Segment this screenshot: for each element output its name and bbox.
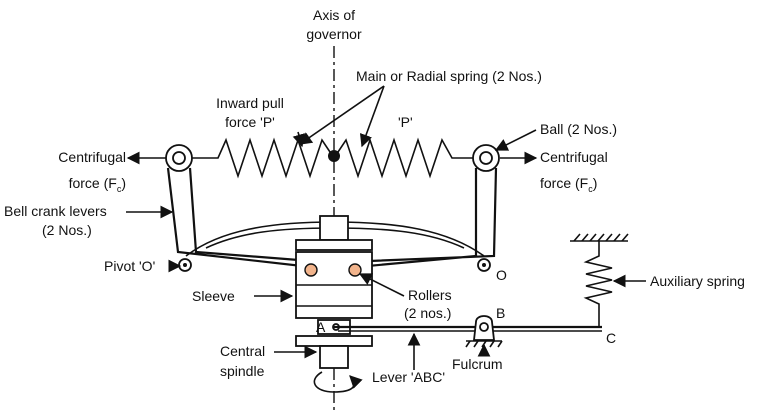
pivot-left [178,258,192,272]
label-lever-abc: Lever 'ABC' [372,369,445,385]
label-rollers-2: (2 nos.) [404,305,451,321]
pointer-rollers [358,273,405,297]
label-pivot-right: O [496,267,507,283]
label-inward-2: force 'P' [225,114,275,130]
bell-crank-lever-left [166,167,325,270]
fulcrum [465,315,503,348]
label-fulcrum: Fulcrum [452,356,503,372]
label-point-a: A [316,319,326,335]
ball-right [472,144,500,172]
label-centrifugal-right-1: Centrifugal [540,149,608,165]
pivot-right [477,258,491,272]
rotation-arrow [313,371,363,393]
bell-crank-lever-right [343,167,498,270]
roller-right [348,263,362,277]
label-centrifugal-left-2: force (Fc) [69,175,126,194]
pointer-main-spring-left [298,85,385,145]
label-auxiliary-spring: Auxiliary spring [650,273,745,289]
label-main-spring: Main or Radial spring (2 Nos.) [356,68,542,84]
label-point-b: B [496,305,505,321]
label-bell-crank-1: Bell crank levers [4,203,107,219]
spring-center-point [328,150,340,162]
label-point-c: C [606,330,616,346]
spindle-top [319,215,349,241]
label-inward-1: Inward pull [216,95,284,111]
label-ball: Ball (2 Nos.) [540,121,617,137]
label-sleeve: Sleeve [192,288,235,304]
roller-left [304,263,318,277]
label-pivot-left: Pivot 'O' [104,258,155,274]
label-centrifugal-right-2: force (Fc) [540,175,597,194]
label-central-2: spindle [220,363,265,379]
pointer-main-spring-right [359,85,385,148]
auxiliary-spring-support [570,233,629,242]
label-central-1: Central [220,343,265,359]
label-bell-crank-2: (2 Nos.) [42,222,92,238]
label-centrifugal-left-1: Centrifugal [58,149,126,165]
central-spindle [295,335,373,347]
ball-left [165,144,193,172]
label-p-right: 'P' [398,114,413,130]
pointer-ball [494,129,537,151]
auxiliary-spring [583,241,613,327]
label-axis-2: governor [306,26,362,42]
label-rollers-1: Rollers [408,287,452,303]
label-axis-1: Axis of [313,7,355,23]
